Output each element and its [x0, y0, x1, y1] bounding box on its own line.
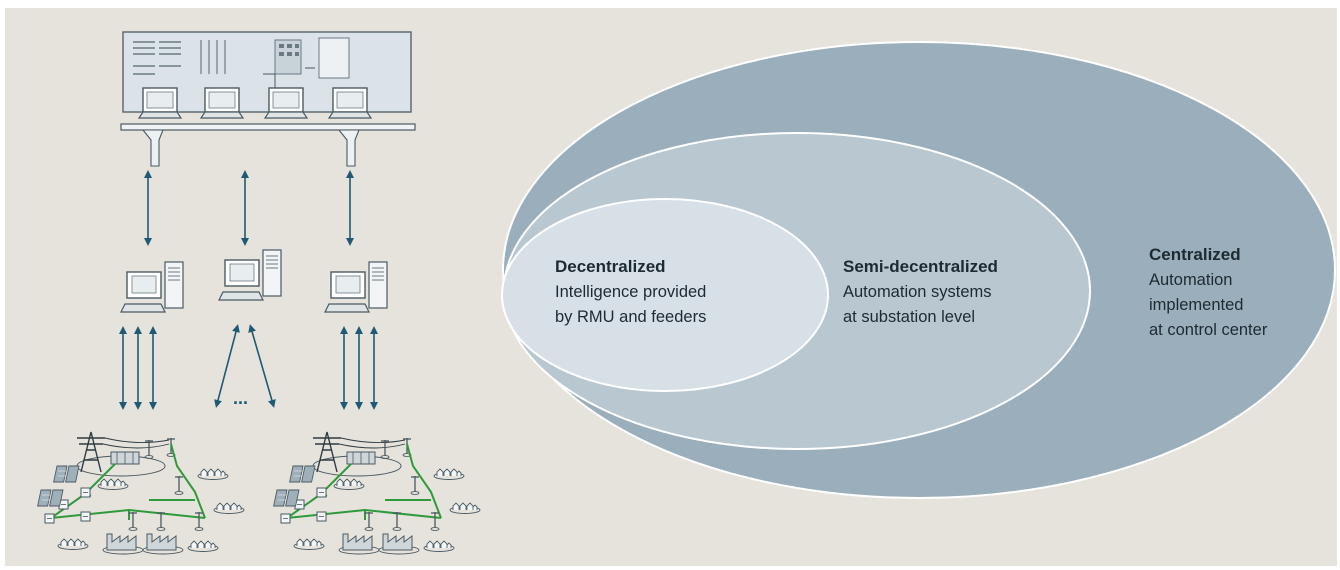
- centralized-line-3: at control center: [1149, 321, 1268, 339]
- power-grid-icon: [38, 432, 244, 554]
- arrow-icon: [248, 324, 276, 408]
- ellipsis-label: ...: [233, 388, 248, 408]
- workstation-icon: [218, 249, 282, 301]
- decentralized-ellipse: [501, 198, 829, 392]
- decentralized-line-1: Intelligence provided: [555, 283, 706, 301]
- control-room-icon: [120, 31, 416, 167]
- diagram-canvas: ... Decentralized Intelligence provided …: [5, 8, 1337, 566]
- decentralized-title: Decentralized: [555, 257, 666, 276]
- centralized-title: Centralized: [1149, 245, 1241, 264]
- workstation-icon: [120, 261, 184, 313]
- decentralized-line-2: by RMU and feeders: [555, 308, 706, 326]
- diagram-svg: ... Decentralized Intelligence provided …: [5, 31, 1336, 566]
- arrow-icon: [214, 324, 240, 408]
- semi-decentralized-title: Semi-decentralized: [843, 257, 998, 276]
- semi-decentralized-line-2: at substation level: [843, 308, 975, 326]
- power-grid-icon: [274, 432, 480, 554]
- centralized-line-1: Automation: [1149, 271, 1232, 289]
- semi-decentralized-line-1: Automation systems: [843, 283, 992, 301]
- centralized-line-2: implemented: [1149, 296, 1243, 314]
- workstation-icon: [324, 261, 388, 313]
